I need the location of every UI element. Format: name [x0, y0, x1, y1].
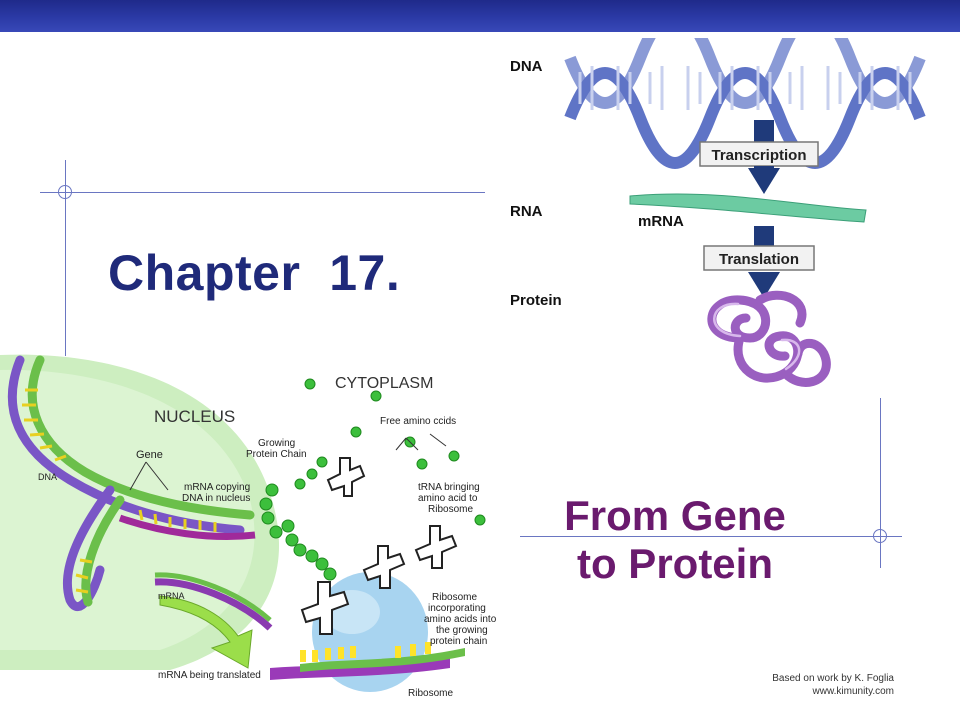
mrna-strand-lower: [154, 578, 273, 631]
central-dogma-diagram: DNA Transcription RNA mRNA Translation P…: [510, 38, 926, 387]
label-trna-2: amino acid to: [418, 493, 478, 504]
arrow-transcription-shaft: [754, 120, 774, 142]
label-rna: RNA: [510, 203, 543, 220]
subtitle-line-2: to Protein: [577, 540, 773, 587]
amino-acid-chain: [259, 456, 337, 581]
translation-box: [703, 245, 815, 271]
template-rule-bottom-vertical: [880, 398, 881, 568]
label-dna-cell: DNA: [38, 472, 57, 482]
label-ribosome-inc-3: amino acids into: [424, 614, 497, 625]
mrna-band: [629, 193, 867, 223]
arrow-translation-head: [748, 272, 780, 298]
label-free-amino: Free amino ccids: [380, 416, 456, 427]
label-ribosome-inc-5: protein chain: [430, 636, 487, 647]
arrow-transcription-head: [748, 168, 780, 194]
label-ribosome-inc-2: incorporating: [428, 603, 486, 614]
protein-coil: [707, 290, 831, 387]
label-trna-3: Ribosome: [428, 504, 473, 515]
label-mrna-translated: mRNA being translated: [158, 670, 261, 681]
label-mrna-cell: mRNA: [158, 591, 185, 601]
template-circle-top: [58, 185, 72, 199]
arrow-translation-shaft: [754, 226, 774, 246]
template-rule-top-horizontal: [40, 192, 485, 193]
label-dna: DNA: [510, 58, 543, 75]
label-nucleus: NUCLEUS: [154, 407, 235, 426]
cell-translation-diagram: CYTOPLASM NUCLEUS Gene DNA Growing Prote…: [0, 354, 497, 699]
label-growing-1: Growing: [258, 438, 295, 449]
top-title-bar: [0, 0, 960, 32]
label-ribosome-inc-4: the growing: [436, 625, 488, 636]
trna-molecules: [300, 457, 458, 635]
label-protein: Protein: [510, 292, 562, 309]
label-ribosome-inc-1: Ribosome: [432, 592, 477, 603]
slide-title: Chapter 17.: [108, 245, 401, 301]
credit-footer: Based on work by K. Foglia www.kimunity.…: [772, 672, 894, 698]
subtitle-line-1: From Gene: [564, 492, 786, 539]
label-ribosome: Ribosome: [408, 688, 453, 699]
credit-url: www.kimunity.com: [812, 686, 895, 697]
label-translation: Translation: [719, 251, 799, 268]
label-mrna-copying-2: DNA in nucleus: [182, 493, 250, 504]
dna-helix: [564, 38, 926, 169]
template-rule-bottom-horizontal: [520, 536, 902, 537]
label-gene: Gene: [136, 449, 163, 461]
mrna-in-nucleus: [118, 514, 256, 540]
free-amino-acids: [304, 378, 486, 526]
template-rule-top-vertical: [65, 160, 66, 356]
label-transcription: Transcription: [711, 147, 806, 164]
slide-subtitle: From Gene to Protein: [540, 492, 810, 588]
label-growing-2: Protein Chain: [246, 449, 307, 460]
transcription-box: [699, 141, 819, 167]
template-circle-bottom: [873, 529, 887, 543]
label-cytoplasm: CYTOPLASM: [335, 375, 433, 392]
label-trna-1: tRNA bringing: [418, 482, 480, 493]
translation-direction-arrow: [159, 595, 253, 669]
credit-author: Based on work by K. Foglia: [772, 673, 894, 684]
label-mrna: mRNA: [638, 213, 684, 230]
label-mrna-copying-1: mRNA copying: [184, 482, 250, 493]
